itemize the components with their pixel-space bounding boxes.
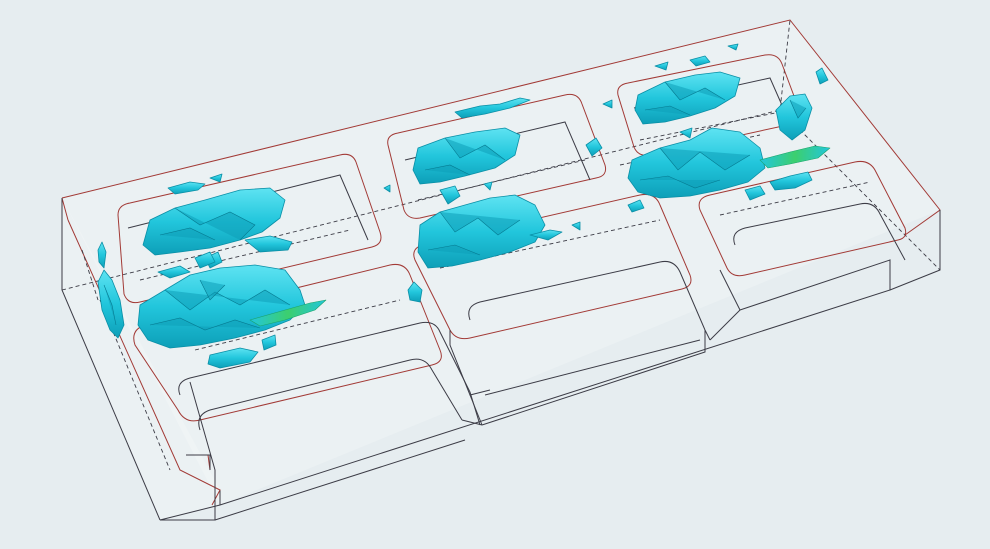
hidden-back-edge-2 xyxy=(779,109,941,271)
isosurface-cavity-3-upper xyxy=(602,43,829,141)
outer-left-top-edge xyxy=(61,197,69,221)
isosurface-cavity-1-lower xyxy=(137,251,327,369)
isosurface-cavity-2-lower xyxy=(407,137,603,303)
block-top-face xyxy=(62,20,940,505)
inner-rail-left-2 xyxy=(81,249,99,301)
outer-top-edge xyxy=(61,19,941,236)
isosurface-cavity-3-lower xyxy=(627,127,831,213)
isosurface-group xyxy=(97,43,831,369)
isosurface-cavity-2-upper xyxy=(383,97,531,205)
front-rim xyxy=(67,219,221,506)
hidden-back-edge xyxy=(61,19,791,291)
block-wireframe xyxy=(61,19,941,521)
cavity-1 xyxy=(117,153,481,521)
isosurface-cavity-1-upper xyxy=(142,173,293,269)
isosurface-left-wall xyxy=(97,241,125,339)
